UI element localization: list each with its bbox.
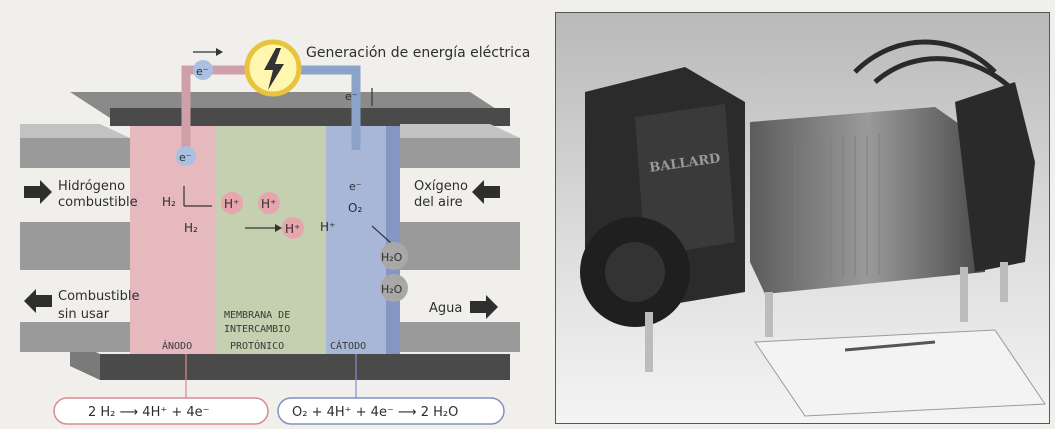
cathode-label: CÁTODO <box>330 339 366 352</box>
top-frame-front <box>110 108 510 126</box>
h2-label-1: H₂ <box>162 195 176 209</box>
anode-equation: 2 H₂ ⟶ 4H⁺ + 4e⁻ <box>88 405 210 420</box>
right-top-pipe <box>400 138 520 168</box>
membrane-label-line3: PROTÓNICO <box>230 339 284 352</box>
left-top-pipe <box>20 138 130 168</box>
fuel-out-label-line1: Combustible <box>58 289 140 304</box>
h-plus-1: H⁺ <box>224 197 239 211</box>
electron-label: e⁻ <box>196 65 209 78</box>
oxygen-label-line2: del aire <box>414 195 463 210</box>
h-plus-3: H⁺ <box>285 222 300 236</box>
water-label: Agua <box>429 301 462 316</box>
leg <box>1000 262 1008 302</box>
hydrogen-label-line1: Hidrógeno <box>58 179 125 194</box>
fuel-cell-photo: BALLARD <box>555 12 1050 424</box>
leg <box>960 267 968 322</box>
electron-label: e⁻ <box>179 151 192 164</box>
electron-label: e⁻ <box>345 90 358 103</box>
h-plus-2: H⁺ <box>261 197 276 211</box>
right-mid-pipe <box>400 222 520 270</box>
left-top-pipe-top <box>20 124 130 138</box>
clipboard <box>755 330 1045 416</box>
electron-arrow-head <box>216 48 223 56</box>
left-bot-pipe <box>20 322 130 352</box>
leg <box>765 292 773 337</box>
fuel-out-arrow <box>24 289 52 313</box>
h2o-label-1: H₂O <box>381 251 403 264</box>
membrane-label-line1: MEMBRANA DE <box>224 310 290 321</box>
cathode-equation: O₂ + 4H⁺ + 4e⁻ ⟶ 2 H₂O <box>292 405 458 420</box>
right-top-pipe-top <box>400 124 520 138</box>
anode-layer <box>130 126 216 354</box>
electron-label: e⁻ <box>349 180 362 193</box>
fuel-cell-diagram: e⁻ Generación de energía eléctrica e⁻ e⁻… <box>0 0 555 429</box>
end-cap-inner <box>605 242 665 302</box>
power-label: Generación de energía eléctrica <box>306 45 530 61</box>
hydrogen-label-line2: combustible <box>58 195 138 210</box>
oxygen-in-arrow <box>472 180 500 204</box>
h2o-label-2: H₂O <box>381 283 403 296</box>
left-mid-pipe <box>20 222 130 270</box>
h-plus-4: H⁺ <box>320 220 335 234</box>
leg <box>645 312 653 372</box>
right-bot-pipe <box>400 322 520 352</box>
hydrogen-in-arrow <box>24 180 52 204</box>
water-out-arrow <box>470 295 498 319</box>
h2-label-2: H₂ <box>184 221 198 235</box>
anode-label: ÁNODO <box>162 339 192 352</box>
oxygen-label-line1: Oxígeno <box>414 179 468 194</box>
membrane-label-line2: INTERCAMBIO <box>224 324 290 335</box>
bottom-frame <box>100 354 510 380</box>
o2-label: O₂ <box>348 201 362 215</box>
fuel-out-label-line2: sin usar <box>58 307 110 322</box>
